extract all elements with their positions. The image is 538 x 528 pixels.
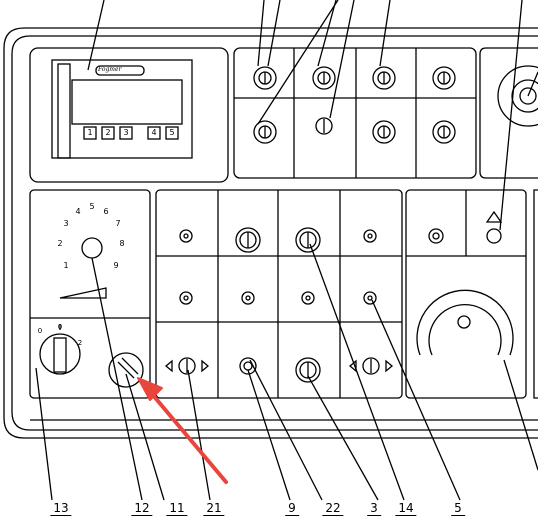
ramp-symbol (59, 287, 107, 299)
dial-tick-label: 6 (103, 207, 109, 216)
callout-label: 14 (395, 502, 417, 516)
key-switch (108, 352, 144, 388)
callout-label: 3 (367, 502, 381, 516)
knob (432, 120, 456, 144)
knob (253, 120, 277, 144)
switch-cell (363, 229, 377, 243)
display-module (29, 47, 229, 183)
knob (253, 66, 277, 90)
dial-module (29, 189, 151, 399)
logo-badge (95, 65, 145, 76)
top-leader-lines (87, 0, 538, 231)
selector-label: 0 (57, 323, 63, 331)
knob (372, 120, 396, 144)
display-key-label: 1 (87, 128, 93, 137)
callout-label: 12 (131, 502, 153, 516)
switch-cell (363, 291, 377, 305)
switch-grid (155, 189, 403, 399)
callout-label: 9 (285, 502, 299, 516)
selector-label: 2 (77, 339, 83, 347)
display-keys (83, 126, 179, 140)
display-key-label: 2 (105, 128, 111, 137)
arc-scale (416, 289, 514, 356)
callout-label: 13 (50, 502, 72, 516)
knob (432, 66, 456, 90)
dial-tick-label: 1 (63, 261, 69, 270)
callout-label: 22 (322, 502, 344, 516)
dial-tick-label: 5 (89, 202, 95, 211)
warning-icon (485, 210, 503, 223)
selector-label: 0 (37, 327, 43, 335)
selector-switch (39, 324, 81, 375)
knob (372, 66, 396, 90)
switch-cell (295, 227, 321, 253)
speed-dial (81, 237, 103, 259)
panel-housing (3, 27, 538, 439)
display-logo: Fogmer (98, 66, 122, 73)
arc-dial (457, 315, 471, 329)
callout-label: 11 (166, 502, 188, 516)
switch-cell (348, 357, 394, 375)
callout-label: 5 (451, 502, 465, 516)
display-key-label: 5 (169, 128, 175, 137)
switch-cell (301, 291, 315, 305)
switch-cell (235, 227, 261, 253)
display-key-label: 3 (123, 128, 129, 137)
display-key-label: 4 (151, 128, 157, 137)
callout-leader-lines (35, 243, 538, 501)
right-module (479, 47, 538, 179)
switch-cell (179, 291, 193, 305)
dial-tick-label: 9 (113, 261, 119, 270)
callout-label: 21 (203, 502, 225, 516)
knob (315, 117, 333, 135)
switch-cell (179, 229, 193, 243)
switch-cell (295, 357, 321, 383)
dial-tick-label: 3 (63, 219, 69, 228)
dial-tick-label: 8 (119, 239, 125, 248)
switch-cell (164, 357, 210, 375)
knob (312, 66, 336, 90)
dial-tick-label: 2 (57, 239, 63, 248)
arc-dial-module (405, 189, 538, 399)
red-pointer-arrow (137, 377, 228, 484)
switch-cell (241, 291, 255, 305)
dial-tick-label: 4 (75, 207, 81, 216)
dial-tick-label: 7 (115, 219, 121, 228)
knob-grid (233, 47, 477, 179)
